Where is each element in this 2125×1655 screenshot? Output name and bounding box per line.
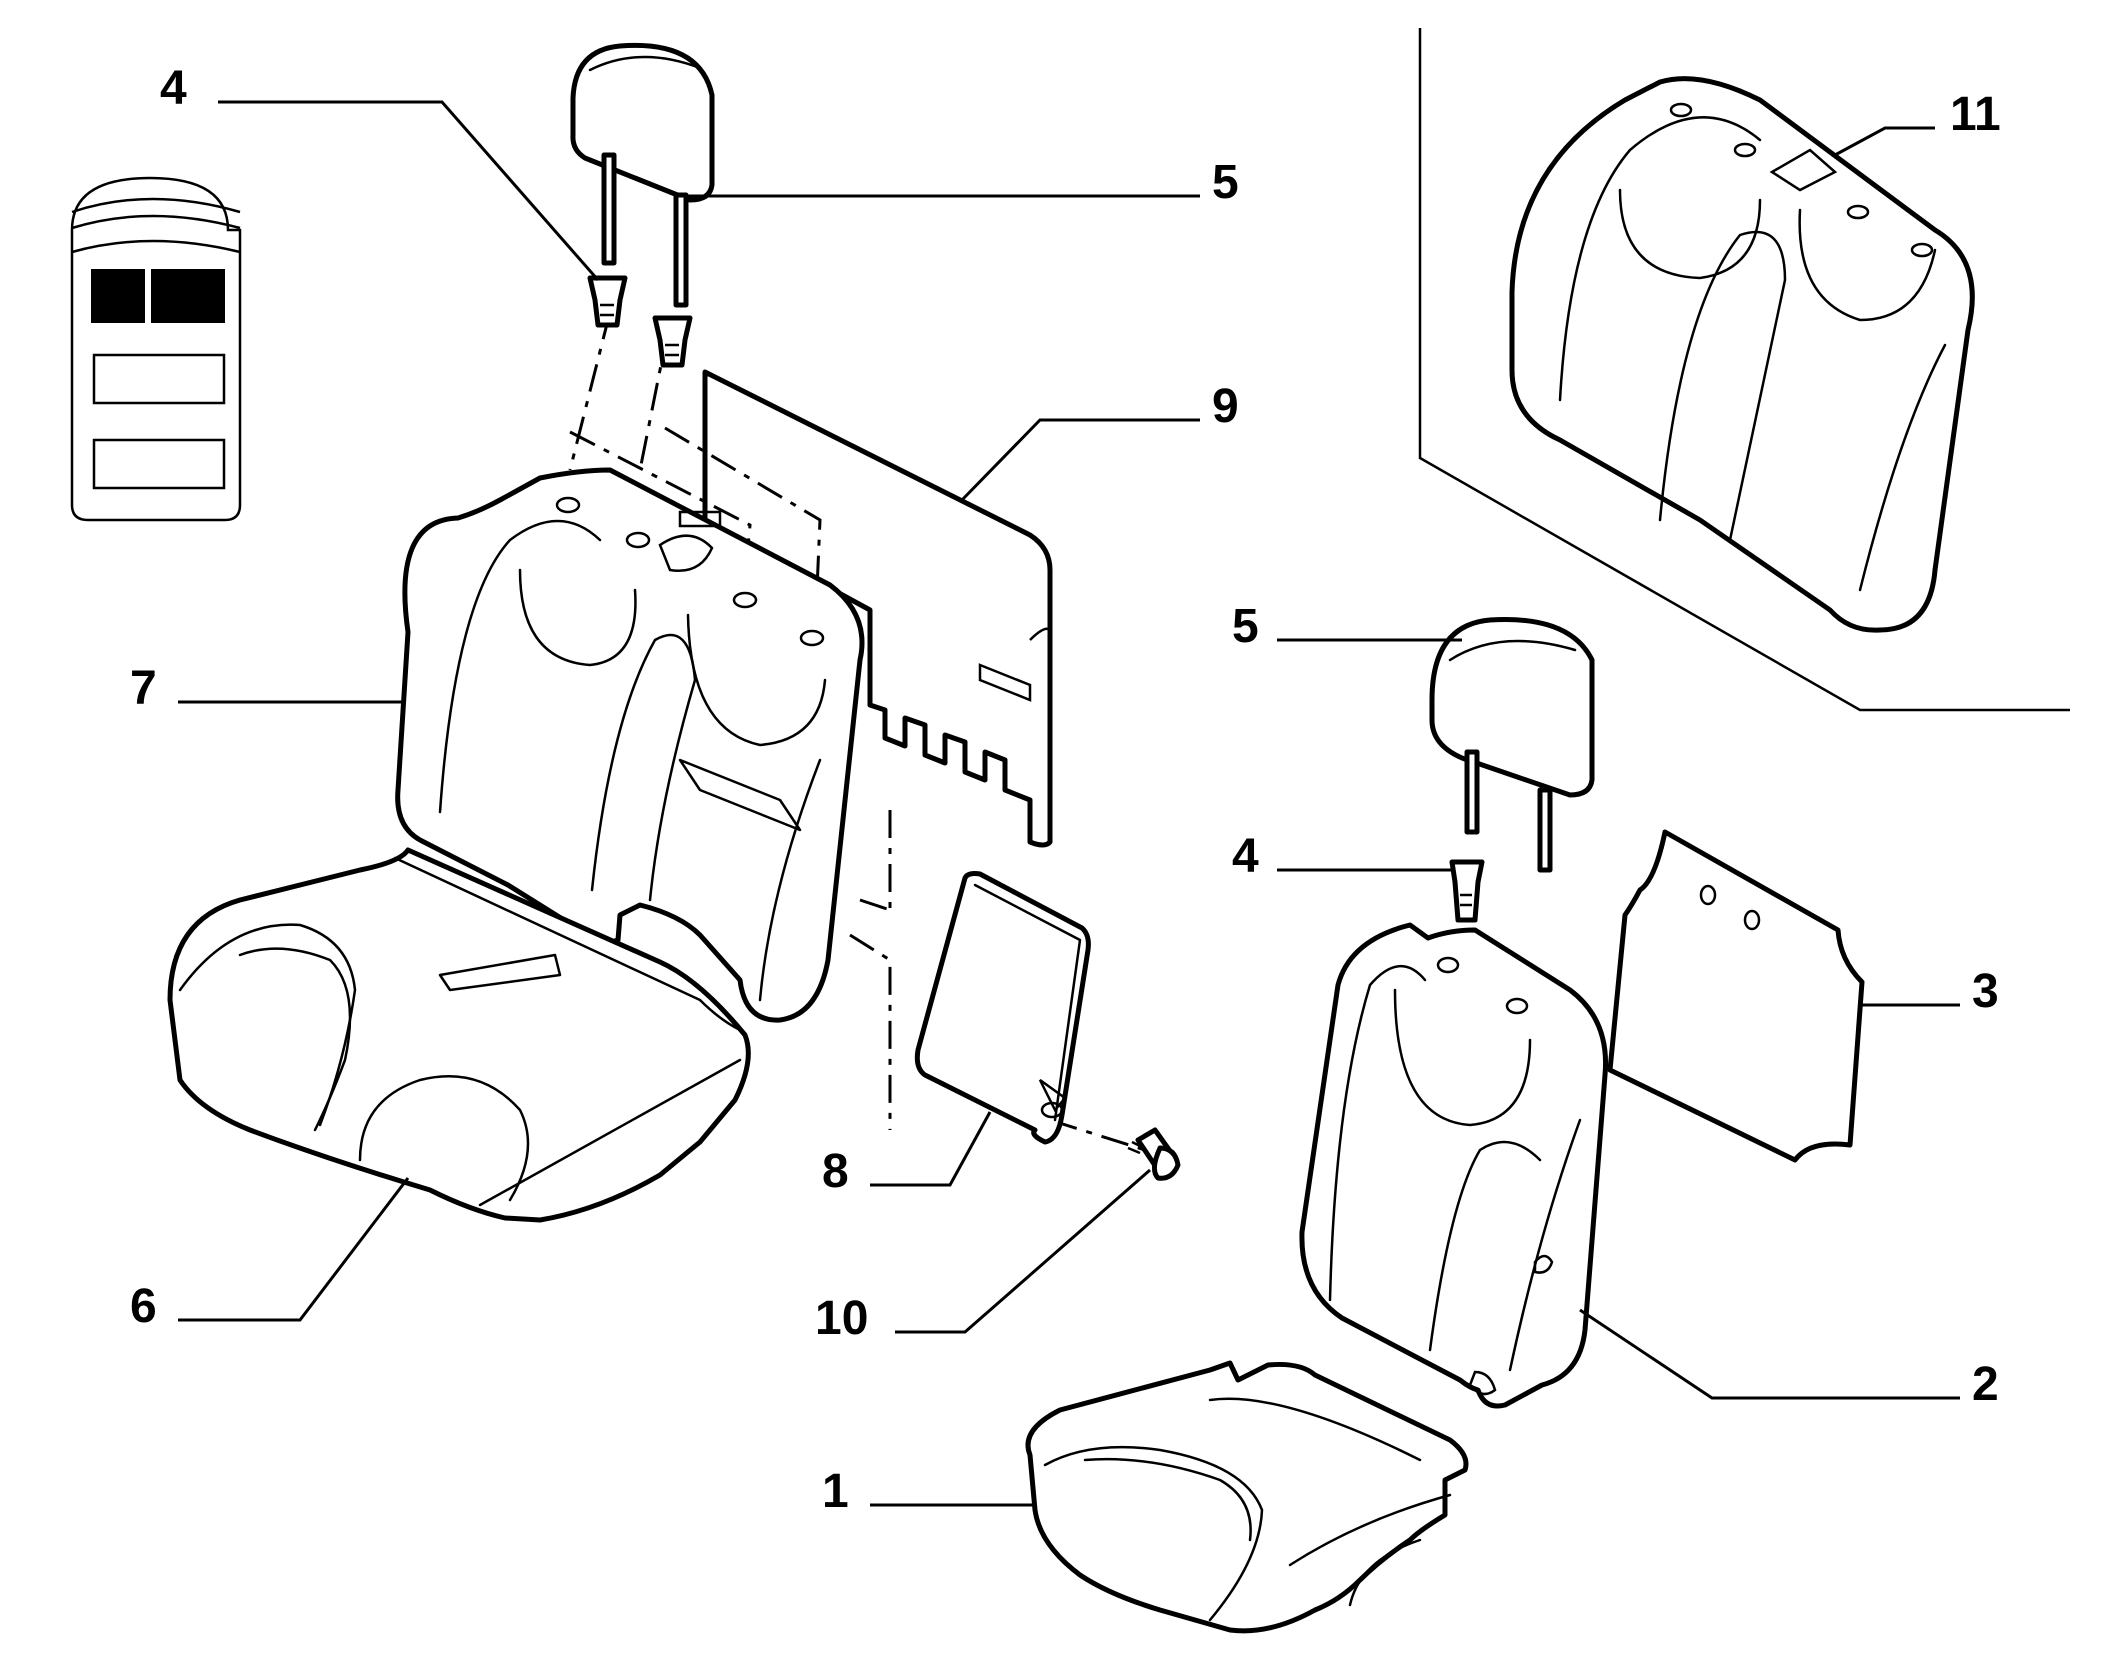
leader-8 — [870, 1111, 992, 1187]
seat-cushion-part-1 — [1025, 1360, 1469, 1634]
backrest-rear-panel-part-9 — [702, 369, 1053, 848]
backrest-part-2 — [1299, 922, 1609, 1409]
headrest-guide-part-4-right — [1449, 859, 1485, 923]
callout-5-upper: 5 — [1212, 156, 1239, 209]
headrest-guides-part-4-upper — [587, 275, 693, 368]
leader-9 — [958, 418, 1200, 504]
callout-1: 1 — [822, 1465, 849, 1518]
callout-10: 10 — [815, 1292, 868, 1345]
bolt-part-10 — [1127, 1127, 1181, 1181]
inset-frame — [1418, 28, 2070, 712]
callout-6: 6 — [130, 1280, 157, 1333]
callout-7: 7 — [130, 662, 157, 715]
callout-4-upper: 4 — [160, 62, 187, 115]
callout-2: 2 — [1972, 1358, 1999, 1411]
callout-11: 11 — [1950, 88, 2001, 141]
callout-numbers: 4 5 9 7 6 8 10 11 5 4 3 2 1 — [130, 62, 2001, 1518]
leader-lines — [178, 100, 1960, 1507]
vehicle-location-icon — [70, 176, 242, 522]
bench-backrest-part-11 — [1509, 76, 1975, 633]
headrest-part-5-upper — [570, 42, 715, 308]
leader-2 — [1579, 1308, 1960, 1400]
callout-3: 3 — [1972, 965, 1999, 1018]
callout-5-right: 5 — [1232, 600, 1259, 653]
callout-4-right: 4 — [1232, 830, 1259, 883]
leader-6 — [178, 1177, 410, 1322]
backrest-cover-part-8 — [914, 871, 1091, 1145]
leader-11 — [1834, 126, 1935, 157]
rear-panel-part-3 — [1607, 829, 1865, 1163]
callout-9: 9 — [1212, 380, 1239, 433]
headrest-part-5-right — [1429, 617, 1595, 873]
seat-cushion-part-6 — [167, 847, 751, 1223]
backrest-part-7 — [395, 467, 865, 1023]
front-seats-highlight — [91, 269, 145, 323]
leader-10 — [895, 1168, 1151, 1334]
callout-8: 8 — [822, 1145, 849, 1198]
leader-4-upper — [218, 100, 600, 281]
